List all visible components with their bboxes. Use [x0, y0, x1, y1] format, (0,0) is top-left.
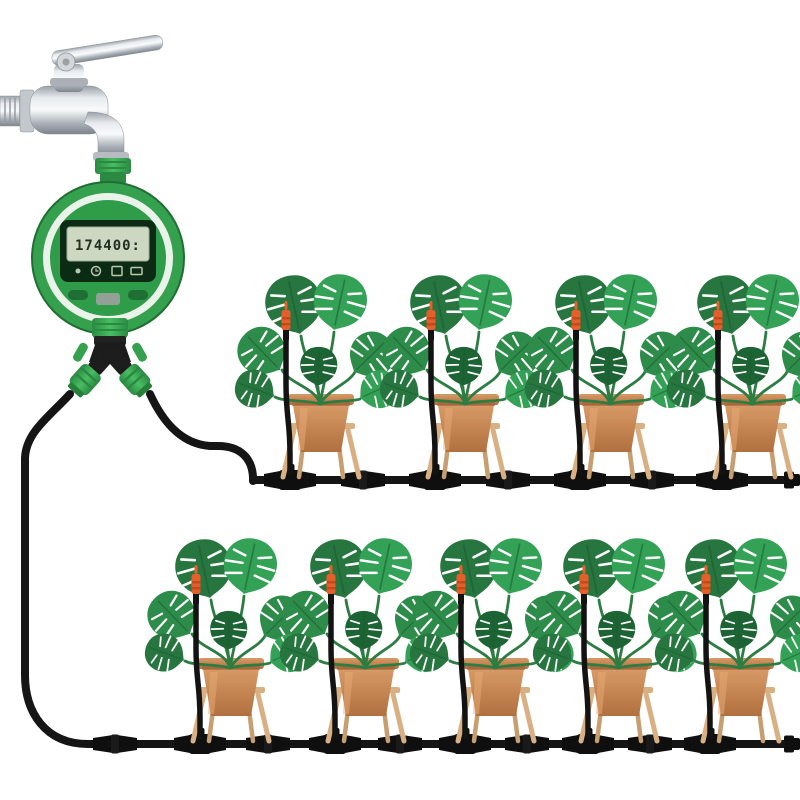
- inline-coupler-1-3: [630, 470, 674, 490]
- timer-display: 174400:: [75, 238, 141, 254]
- potted-plant-1-2: [373, 269, 549, 490]
- faucet-handle: [51, 34, 164, 66]
- battery-icon: [130, 266, 143, 276]
- clock-icon: [90, 265, 102, 277]
- end-plug-2: [784, 735, 800, 753]
- faucet-collar: [50, 78, 88, 86]
- pipe-threads: [4, 98, 21, 124]
- timer-button-left[interactable]: [68, 290, 88, 300]
- potted-plant-1-1: [228, 269, 404, 490]
- timer-button-right[interactable]: [128, 290, 148, 300]
- inline-coupler-2-5: [628, 734, 672, 754]
- calendar-icon: [111, 265, 123, 277]
- right-valve-lever[interactable]: [131, 341, 149, 363]
- faucet: [0, 34, 164, 161]
- y-splitter: [68, 318, 152, 398]
- inline-coupler-2-1: [93, 734, 137, 754]
- potted-plant-1-4: [660, 269, 800, 490]
- clock-hands: [95, 268, 99, 272]
- plants-layer: [138, 269, 800, 754]
- inline-coupler-2-3: [378, 734, 422, 754]
- lcd-screen: [66, 226, 150, 262]
- y-right-arm: [103, 345, 152, 398]
- feed-tube-left: [21, 390, 92, 748]
- left-valve-lever[interactable]: [72, 341, 90, 363]
- inline-coupler-2-4: [505, 734, 549, 754]
- potted-plant-2-5: [648, 533, 800, 754]
- inline-coupler-1-2: [486, 470, 530, 490]
- water-drop-icon: [75, 268, 81, 274]
- water-timer: 174400:: [31, 181, 185, 335]
- battery-door: [96, 293, 120, 305]
- handle-screw-icon: [62, 58, 70, 66]
- feed-tube-right: [146, 390, 257, 485]
- potted-plant-1-3: [518, 269, 694, 490]
- inline-coupler-1-1: [341, 470, 385, 490]
